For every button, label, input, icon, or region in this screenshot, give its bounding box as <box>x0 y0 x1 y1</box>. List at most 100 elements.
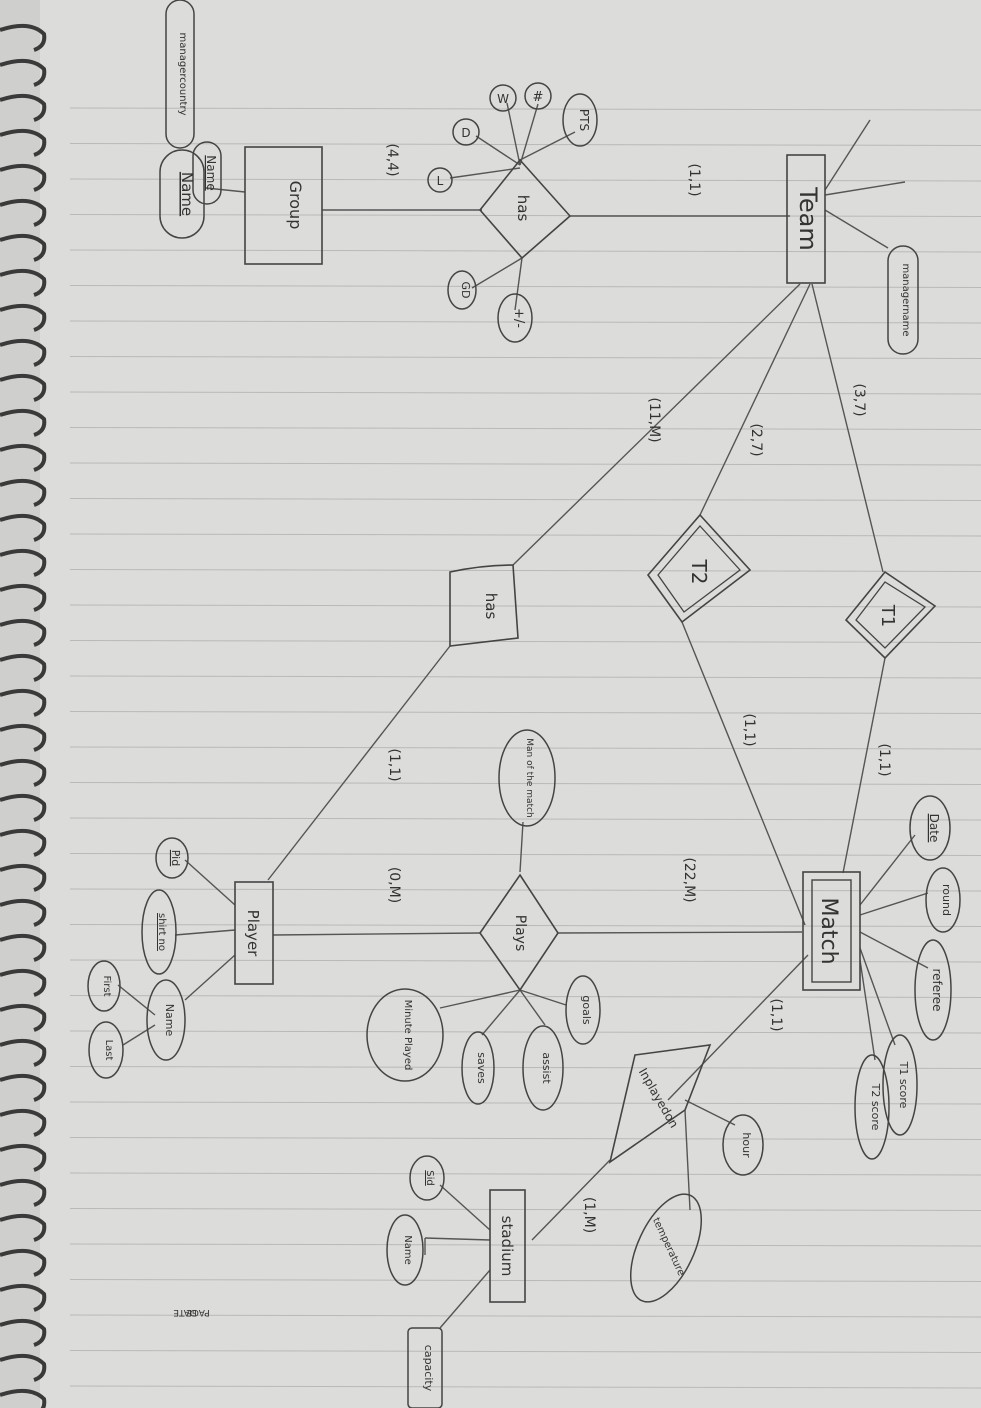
attr-capacity: capacity <box>407 1327 443 1408</box>
attr-man-of-match: Man of the match <box>498 729 556 827</box>
card-match-inplayedon: (1,1) <box>768 998 784 1031</box>
svg-text:Pid: Pid <box>169 850 182 866</box>
relationship-has-player: has <box>449 564 519 647</box>
card-t1-match: (1,1) <box>876 743 892 776</box>
svg-text:T1: T1 <box>877 604 898 627</box>
svg-text:Match: Match <box>816 897 841 964</box>
svg-text:goals: goals <box>580 995 593 1025</box>
ruled-line <box>69 249 981 253</box>
spiral-ring <box>0 1318 47 1347</box>
ruled-line <box>69 675 981 679</box>
spiral-ring <box>0 723 47 752</box>
card-player-has: (1,1) <box>386 748 402 781</box>
spiral-ring <box>0 408 47 437</box>
ruled-line <box>69 711 981 714</box>
attr-pts: PTS <box>562 93 598 147</box>
ruled-line <box>69 924 981 927</box>
attr-round: round <box>925 867 961 933</box>
ruled-line <box>69 427 981 430</box>
ruled-line <box>69 285 981 288</box>
svg-text:T1 score: T1 score <box>897 1061 910 1109</box>
card-group-has: (4,4) <box>384 143 400 176</box>
ruled-line <box>69 178 981 182</box>
svg-text:Last: Last <box>103 1040 114 1061</box>
card-team-t2: (2,7) <box>748 423 764 456</box>
svg-text:Name: Name <box>204 155 218 190</box>
svg-text:Date: Date <box>927 814 941 843</box>
attr-plus-minus: +/- <box>497 293 533 343</box>
spiral-ring <box>0 58 47 87</box>
svg-text:Man of the match: Man of the match <box>524 738 534 817</box>
spiral-ring <box>0 373 47 402</box>
ruled-line <box>69 1066 981 1069</box>
spiral-ring <box>0 1143 47 1172</box>
svg-text:managername: managername <box>900 263 911 336</box>
svg-text:stadium: stadium <box>498 1216 516 1277</box>
attr-referee: referee <box>914 939 952 1041</box>
spiral-ring <box>0 583 47 612</box>
ruled-line <box>69 1172 981 1176</box>
svg-text:hour: hour <box>740 1132 753 1158</box>
svg-text:T2: T2 <box>687 559 711 585</box>
ruled-line <box>69 888 981 892</box>
relationship-plays: Plays <box>479 873 559 992</box>
attr-first: First <box>87 960 121 1012</box>
ruled-line <box>69 107 981 111</box>
spiral-ring <box>0 303 47 332</box>
svg-text:Group: Group <box>286 181 305 230</box>
svg-text:D: D <box>461 126 470 140</box>
svg-text:Name: Name <box>178 172 196 216</box>
card-match-plays: (22,M) <box>681 857 697 902</box>
ruled-line <box>69 462 981 466</box>
svg-text:assist: assist <box>540 1052 553 1084</box>
attr-won: W <box>489 84 517 112</box>
relationship-t1: T1 <box>844 570 937 660</box>
ruled-line <box>69 214 981 217</box>
card-team-has: (1,1) <box>686 163 702 196</box>
spiral-ring <box>0 968 47 997</box>
svg-text:referee: referee <box>930 968 944 1011</box>
spiral-ring <box>0 618 47 647</box>
spiral-ring <box>0 93 47 122</box>
spiral-ring <box>0 1283 47 1312</box>
svg-text:GD: GD <box>459 282 472 299</box>
footer-date: DATE <box>173 1307 197 1317</box>
attr-manager-country: managercountry <box>165 0 195 149</box>
entity-group: Group <box>244 146 323 265</box>
ruled-line <box>69 533 981 537</box>
attr-shirt-no: shirt no <box>141 889 177 975</box>
spiral-ring <box>0 653 47 682</box>
spiral-ring <box>0 548 47 577</box>
ruled-line <box>69 817 981 821</box>
attr-saves: saves <box>461 1031 495 1105</box>
ruled-line <box>69 391 981 395</box>
svg-text:capacity: capacity <box>422 1345 435 1392</box>
svg-text:Player: Player <box>244 910 262 958</box>
ruled-line <box>69 1314 981 1318</box>
svg-text:#: # <box>533 90 544 105</box>
spiral-ring <box>0 233 47 262</box>
page-footer: PAGE DATE <box>173 1307 210 1317</box>
attr-manager-name: managername <box>887 245 919 355</box>
relationship-has-group: has <box>478 158 572 260</box>
card-team-player: (11,M) <box>646 397 662 442</box>
attr-stadium-name: Name <box>386 1214 424 1286</box>
svg-text:W: W <box>497 92 509 106</box>
svg-text:PTS: PTS <box>577 109 591 131</box>
svg-text:Name: Name <box>163 1004 176 1037</box>
ruled-line <box>69 959 981 963</box>
attr-group-name: Name <box>159 149 205 239</box>
spiral-ring <box>0 443 47 472</box>
spiral-ring <box>0 128 47 157</box>
spiral-ring <box>0 1003 47 1032</box>
spiral-ring <box>0 198 47 227</box>
attr-t1-score: T1 score <box>882 1034 918 1136</box>
spiral-ring <box>0 1178 47 1207</box>
card-t2-match: (1,1) <box>741 713 757 746</box>
spiral-binding <box>0 23 47 1408</box>
attributes: managercountry Name managername Name PTS… <box>87 0 961 1408</box>
spiral-ring <box>0 513 47 542</box>
attr-minute-played: Minute Played <box>366 988 444 1082</box>
svg-text:L: L <box>437 174 444 188</box>
